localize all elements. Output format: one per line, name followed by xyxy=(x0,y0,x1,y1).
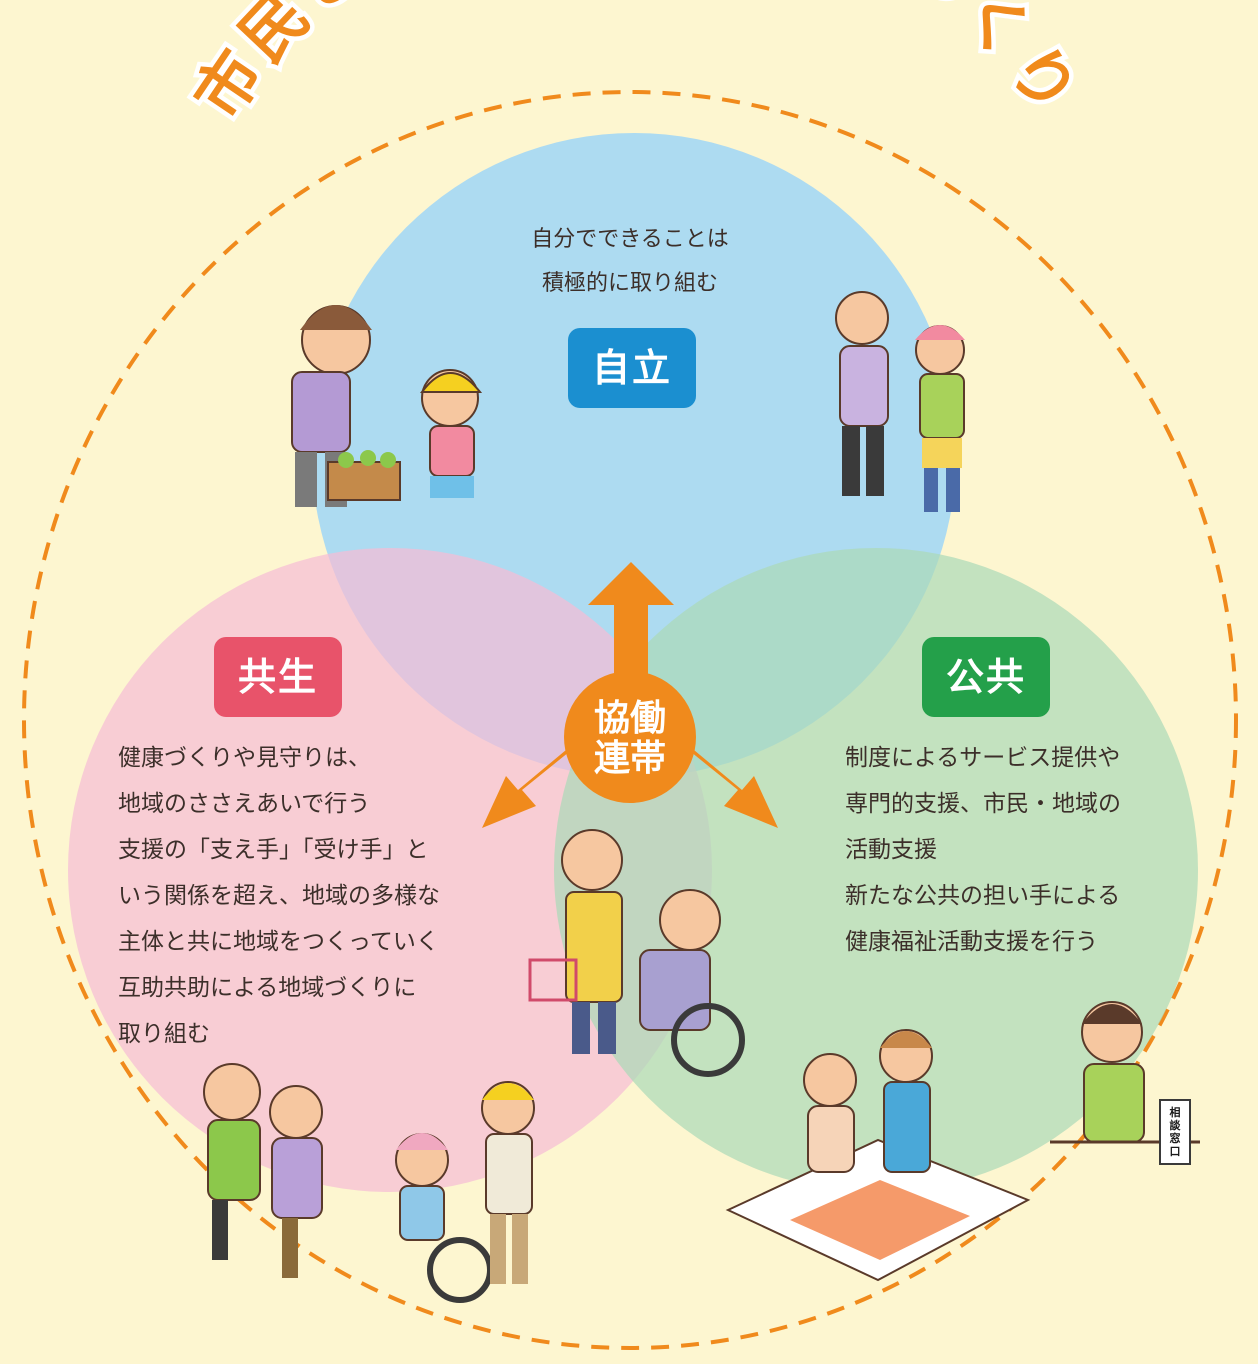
jiritsu-line: 積極的に取り組む xyxy=(541,271,718,296)
kokyo-badge: 公共 xyxy=(922,637,1050,717)
kyosei-line: いう関係を超え、地域の多様な xyxy=(118,883,440,909)
kyosei-description: 健康づくりや見守りは、 地域のささえあいで行う 支援の「支え手」「受け手」と い… xyxy=(118,735,440,1057)
center-label-line2: 連帯 xyxy=(594,738,666,779)
arrow-right xyxy=(670,735,778,828)
kyosei-line: 主体と共に地域をつくっていく xyxy=(118,929,439,955)
kyosei-line: 互助共助による地域づくりに xyxy=(118,975,417,1001)
consultation-sign xyxy=(1159,1099,1191,1165)
kokyo-line: 活動支援 xyxy=(845,837,937,863)
arrow-left xyxy=(482,735,590,828)
jiritsu-description: 自分でできることは 積極的に取り組む xyxy=(440,218,820,306)
collaboration-arrows xyxy=(482,562,778,828)
kyosei-line: 健康づくりや見守りは、 xyxy=(118,745,371,771)
kokyo-line: 健康福祉活動支援を行う xyxy=(845,929,1098,955)
kokyo-description: 制度によるサービス提供や 専門的支援、市民・地域の 活動支援 新たな公共の担い手… xyxy=(845,735,1121,965)
kyosei-line: 地域のささえあいで行う xyxy=(118,791,371,817)
illustration-walking-couple xyxy=(835,291,965,512)
kyosei-badge: 共生 xyxy=(214,637,342,717)
kokyo-line: 制度によるサービス提供や xyxy=(845,745,1121,771)
illustration-care-bed xyxy=(725,1029,1031,1282)
center-label-line1: 協働 xyxy=(594,698,666,739)
svg-text:相談窓口: 相談窓口 xyxy=(1170,1105,1182,1158)
jiritsu-line: 自分でできることは xyxy=(531,227,729,252)
illustration-caregiver-wheelchair xyxy=(528,829,745,1077)
illustration-evacuation xyxy=(203,1063,535,1303)
illustration-grandmother-child xyxy=(291,305,483,507)
kokyo-line: 新たな公共の担い手による xyxy=(845,883,1121,909)
center-hub xyxy=(564,671,696,803)
kokyo-line: 専門的支援、市民・地域の xyxy=(845,791,1121,817)
kyosei-line: 取り組む xyxy=(118,1021,210,1047)
arrow-up xyxy=(588,562,674,700)
page-title: 市民と市との協働のまちづくり xyxy=(181,0,1094,133)
kyosei-line: 支援の「支え手」「受け手」と xyxy=(118,837,429,863)
jiritsu-badge: 自立 xyxy=(568,328,696,408)
outer-dashed-circle xyxy=(22,90,1238,1350)
illustration-consultation-desk: 相談窓口 xyxy=(1050,1001,1200,1165)
